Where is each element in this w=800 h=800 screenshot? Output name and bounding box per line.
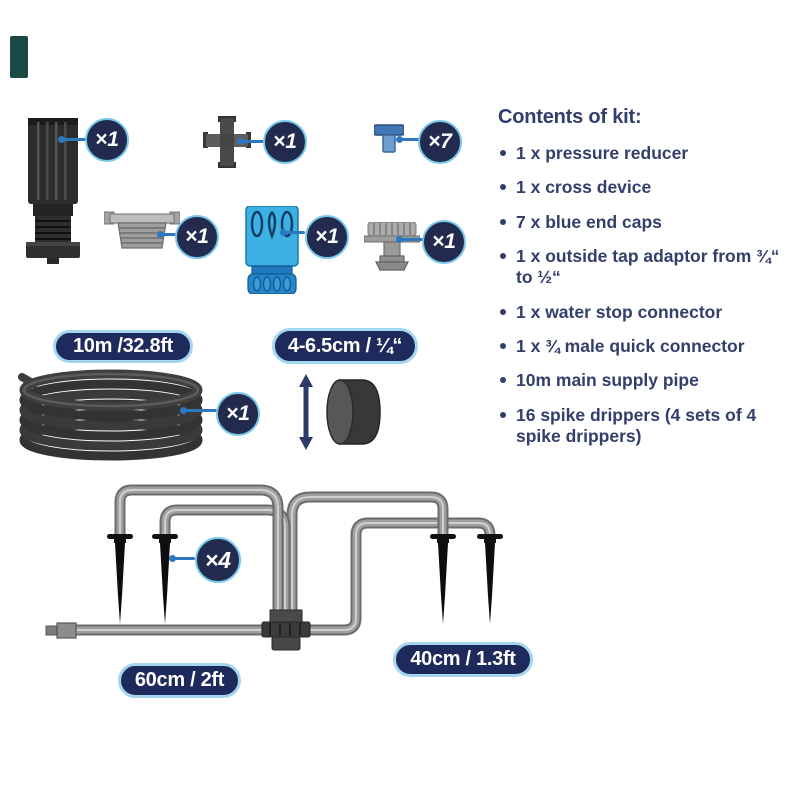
callout-line [240, 140, 264, 143]
list-item-text: 1 x ¾ male quick connector [516, 336, 745, 357]
pipe-segment-icon [296, 374, 382, 450]
callout-line [61, 138, 87, 141]
contents-list: 1 x pressure reducer 1 x cross device 7 … [498, 143, 796, 447]
list-item-text: 1 x pressure reducer [516, 143, 689, 163]
corner-mark [10, 36, 28, 78]
spike-dripper-icon [152, 534, 178, 624]
blue-end-cap-icon [374, 124, 404, 154]
tap-adaptor-count-badge: ×1 [175, 215, 219, 259]
pipe-diameter-pill: 4-6.5cm / ¼“ [272, 328, 418, 364]
male-quick-connector-icon [364, 222, 420, 272]
spike-dripper-count-badge: ×4 [195, 537, 241, 583]
badge-label: ×1 [226, 402, 250, 425]
bullet-icon [500, 218, 506, 225]
badge-label: ×1 [185, 225, 209, 248]
right-spacing-pill: 40cm / 1.3ft [393, 642, 533, 677]
list-item: 1 x ¾ male quick connector [498, 336, 796, 357]
bullet-icon [500, 411, 506, 418]
list-item: 1 x pressure reducer [498, 143, 796, 164]
right-spacing-label: 40cm / 1.3ft [410, 648, 516, 670]
badge-label: ×4 [204, 546, 232, 573]
left-spacing-pill: 60cm / 2ft [118, 663, 241, 698]
bullet-icon [500, 253, 506, 260]
cross-device-icon [203, 116, 251, 168]
list-item-text: 7 x blue end caps [516, 211, 662, 232]
spike-dripper-icon [107, 534, 133, 624]
callout-line [399, 238, 423, 241]
left-spacing-label: 60cm / 2ft [134, 669, 225, 691]
badge-label: ×7 [428, 130, 452, 153]
badge-label: ×1 [432, 230, 456, 253]
bullet-icon [500, 343, 506, 350]
list-item: 16 spike drippers (4 sets of 4 spike dri… [498, 405, 796, 448]
callout-line [172, 557, 195, 560]
coil-length-pill: 10m /32.8ft [53, 330, 193, 363]
spike-dripper-assembly-icon [40, 478, 540, 656]
water-stop-count-badge: ×1 [305, 215, 349, 259]
list-item-text: 1 x cross device [516, 177, 652, 198]
contents-panel: Contents of kit: 1 x pressure reducer 1 … [498, 106, 796, 460]
list-item: 1 x cross device [498, 177, 796, 198]
pressure-reducer-icon [25, 112, 85, 264]
callout-line [283, 231, 305, 234]
coil-count-badge: ×1 [216, 392, 260, 436]
bullet-icon [500, 150, 506, 156]
callout-line [399, 138, 419, 141]
cross-device-count-badge: ×1 [263, 120, 307, 164]
list-item: 1 x water stop connector [498, 302, 796, 323]
supply-pipe-coil-icon [16, 368, 206, 462]
pressure-reducer-count-badge: ×1 [85, 118, 129, 162]
callout-line [160, 233, 176, 236]
list-item: 10m main supply pipe [498, 370, 796, 391]
bullet-icon [500, 308, 506, 315]
contents-title: Contents of kit: [498, 106, 642, 128]
bullet-icon [500, 377, 506, 384]
diameter-arrow-icon [299, 374, 313, 450]
list-item-text: 16 spike drippers (4 sets of 4 spike dri… [516, 404, 757, 447]
spike-dripper-icon [477, 534, 503, 624]
callout-line [183, 409, 217, 412]
badge-label: ×1 [315, 225, 339, 248]
pipe-diameter-label: 4-6.5cm / ¼“ [287, 334, 403, 357]
coil-length-label: 10m /32.8ft [72, 335, 174, 357]
water-stop-connector-icon [244, 206, 300, 294]
list-item: 1 x outside tap adaptor from ¾“ to ½“ [498, 246, 796, 289]
list-item-text: 10m main supply pipe [516, 370, 699, 391]
badge-label: ×1 [95, 128, 119, 151]
bullet-icon [500, 184, 506, 191]
tap-adaptor-icon [104, 210, 180, 250]
spike-dripper-icon [430, 534, 456, 624]
list-item-text: 1 x water stop connector [516, 301, 723, 322]
list-item: 7 x blue end caps [498, 212, 796, 233]
list-item-text: 1 x outside tap adaptor from ¾“ to ½“ [516, 246, 780, 288]
quick-connector-count-badge: ×1 [422, 220, 466, 264]
end-cap-count-badge: ×7 [418, 120, 462, 164]
badge-label: ×1 [273, 130, 297, 153]
